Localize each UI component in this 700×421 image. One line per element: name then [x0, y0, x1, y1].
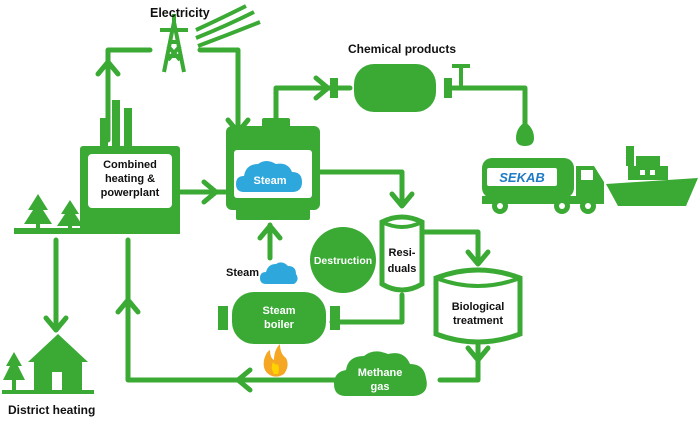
- boiler-right-flange: [330, 306, 340, 330]
- arrow-to-residuals: [389, 191, 415, 209]
- chp-plant: Combined heating & powerplant: [14, 100, 180, 234]
- ground-line: [14, 228, 180, 234]
- house-door: [52, 372, 62, 392]
- flame-inner-icon: [271, 362, 279, 374]
- chemical-tank-body: [354, 64, 436, 112]
- biological-label-line1: Biological: [452, 301, 505, 313]
- biological-tank-body: [433, 267, 523, 345]
- flow-steam-to-chemical: [273, 85, 353, 125]
- destruction-circle: [310, 227, 376, 293]
- district-heating-label: District heating: [8, 403, 95, 417]
- tree-icon: [57, 200, 83, 230]
- boiler-body: [232, 292, 326, 344]
- flame-icon: [263, 344, 288, 377]
- biological-treatment-tank: Biological treatment: [433, 267, 523, 345]
- wheel-hub: [559, 203, 565, 209]
- valve-icon: [452, 64, 470, 88]
- steam-tank-cap: [262, 118, 290, 128]
- truck-chassis: [482, 196, 604, 204]
- residuals-tank-rim: [381, 220, 423, 229]
- chimney-1: [100, 118, 108, 150]
- flow-methane-to-chp: [125, 237, 338, 383]
- arrow-to-biological: [465, 249, 491, 267]
- truck-brand-label: SEKAB: [499, 170, 545, 185]
- chemical-products-label: Chemical products: [348, 42, 456, 56]
- ship-window: [650, 170, 655, 175]
- ship-bridge: [636, 156, 660, 168]
- small-steam: Steam: [226, 262, 298, 284]
- chimney-2: [112, 100, 120, 150]
- biological-tank-rim: [435, 276, 521, 288]
- truck-cab-window: [581, 170, 593, 180]
- arrow-up-to-steam-from-boiler: [257, 223, 283, 241]
- boiler-label-line2: boiler: [264, 319, 295, 331]
- tanker-truck: SEKAB: [482, 158, 604, 214]
- chemical-tank-right-flange: [444, 78, 452, 98]
- ship-window: [640, 170, 645, 175]
- power-lines-icon: [195, 4, 261, 48]
- steam-boiler: Steam boiler: [218, 292, 340, 377]
- arrow-to-methane: [465, 345, 491, 363]
- ship-funnel: [626, 146, 634, 166]
- flow-lines: [53, 47, 528, 383]
- ship-hull: [606, 178, 698, 206]
- methane-cloud-icon: [334, 351, 427, 396]
- chp-label-line1: Combined: [103, 159, 157, 171]
- tree-icon: [24, 194, 52, 230]
- wheel-hub: [585, 203, 591, 209]
- steam-tank-label: Steam: [253, 175, 286, 187]
- arrow-to-chemical: [313, 75, 331, 101]
- chp-label-line3: powerplant: [101, 187, 160, 199]
- flow-residuals-to-biological: [417, 229, 481, 265]
- boiler-left-flange: [218, 306, 228, 330]
- chp-label-line2: heating &: [105, 173, 155, 185]
- residuals-label-line1: Resi-: [389, 247, 416, 259]
- ship-deck: [628, 166, 668, 180]
- pylon-icon: [160, 14, 188, 73]
- district-heating: District heating: [2, 334, 95, 417]
- chp-label-panel: [88, 154, 172, 208]
- methane-label-line2: gas: [371, 381, 390, 393]
- steam-tank: Steam: [226, 118, 320, 220]
- residuals-tank-body: [379, 214, 425, 293]
- district-ground-line: [2, 390, 94, 394]
- dispenser-icon: [516, 122, 534, 146]
- destruction-label: Destruction: [314, 255, 372, 267]
- arrow-methane-to-left: [235, 367, 253, 393]
- flow-residuals-to-boiler: [329, 292, 405, 325]
- flow-chemical-to-dispenser: [449, 85, 528, 128]
- destruction-unit: Destruction: [310, 227, 376, 293]
- chimney-3: [124, 108, 132, 150]
- steam-cloud-icon: [236, 161, 302, 192]
- residuals-tank: Resi- duals: [379, 214, 425, 293]
- house-icon: [28, 334, 88, 392]
- arrow-into-steam-from-chp: [201, 179, 219, 205]
- flow-steam-to-residuals: [317, 169, 405, 208]
- tree-icon: [3, 352, 25, 392]
- truck-label-panel: [487, 168, 557, 186]
- biological-label-line2: treatment: [453, 315, 503, 327]
- small-steam-cloud-icon: [260, 262, 298, 284]
- small-steam-label: Steam: [226, 267, 259, 279]
- arrow-up-to-chp: [115, 297, 141, 315]
- chemical-tank-left-cap: [330, 78, 338, 98]
- residuals-label-line2: duals: [388, 263, 417, 275]
- flow-pylon-to-steam: [197, 47, 241, 138]
- electricity-pylon: Electricity: [150, 4, 261, 73]
- chemical-products-tank: Chemical products: [330, 42, 534, 146]
- flow-chp-to-pylon: [105, 47, 153, 143]
- electricity-label: Electricity: [150, 6, 210, 20]
- boiler-label-line1: Steam: [262, 305, 295, 317]
- methane-label-line1: Methane: [358, 367, 403, 379]
- ship: [606, 146, 698, 206]
- wheel-hub: [497, 203, 503, 209]
- steam-tank-base: [236, 208, 310, 220]
- arrow-to-district: [43, 315, 69, 333]
- arrow-up-to-pylon: [95, 59, 121, 77]
- methane-gas: Methane gas: [334, 351, 427, 396]
